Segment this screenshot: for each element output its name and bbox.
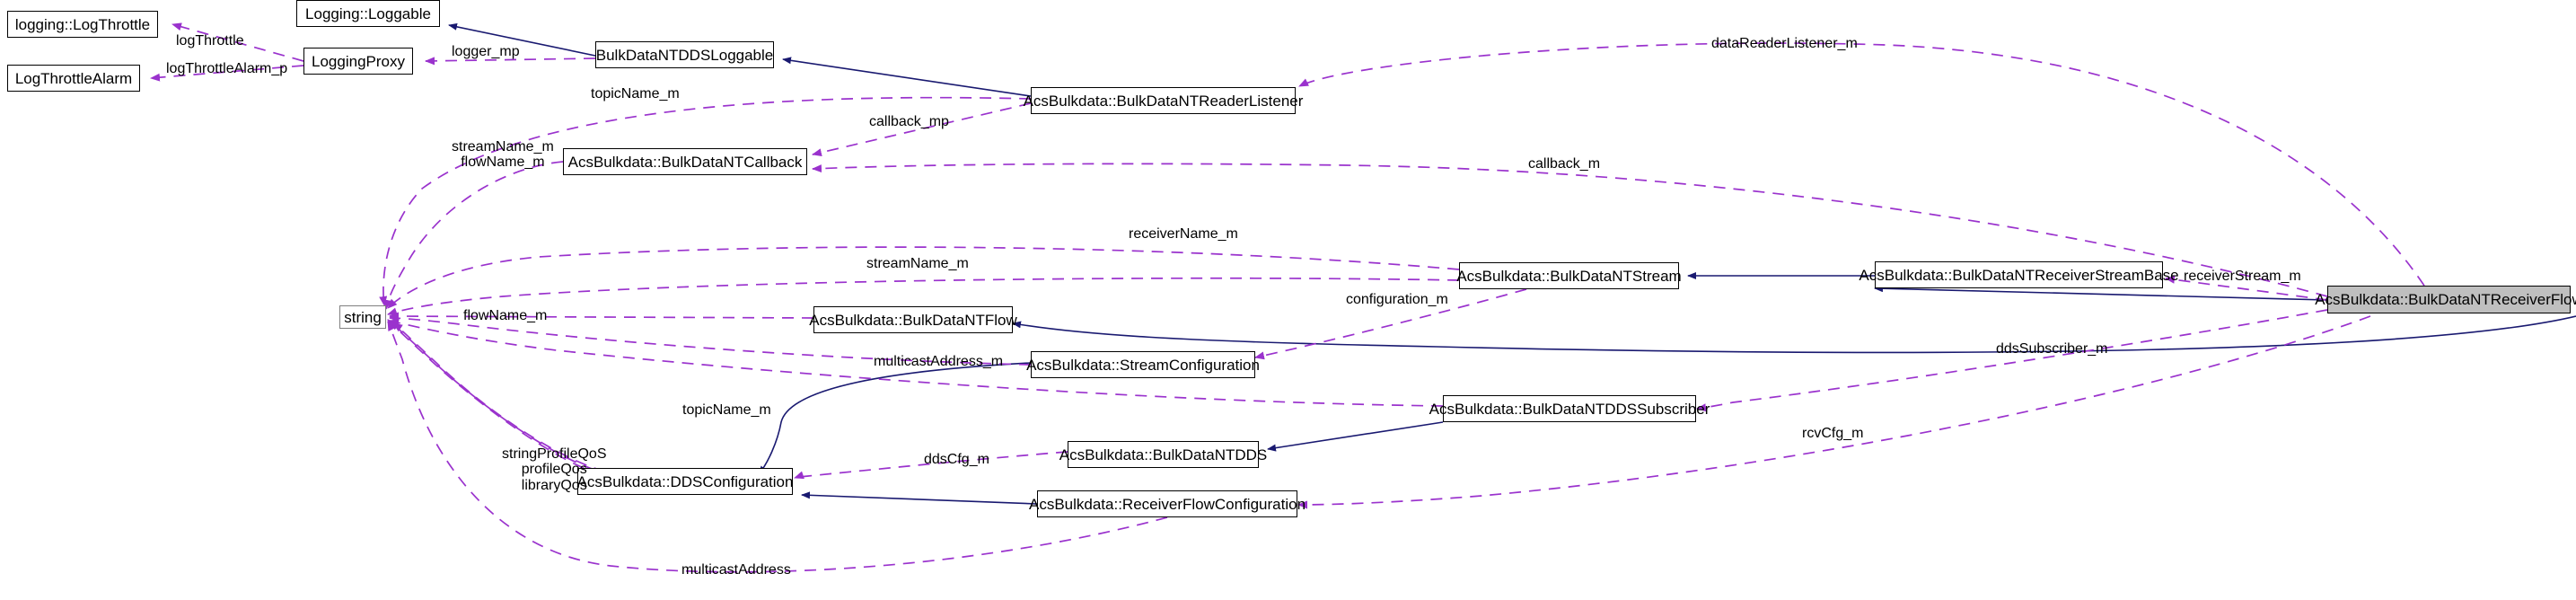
edge-label-ddscfg-m: ddsCfg_m [924, 452, 989, 467]
edge-usage [392, 322, 606, 472]
edge-usage [150, 65, 304, 82]
node-bulkdatantddsloggable[interactable]: BulkDataNTDDSLoggable [595, 41, 774, 68]
edge-inheritance [1267, 421, 1444, 452]
edge-usage [389, 312, 814, 321]
edge-inheritance [758, 362, 1032, 475]
edge-label-flowname-m: flowName_m [463, 308, 548, 323]
node-loggingproxy[interactable]: LoggingProxy [303, 48, 413, 75]
node-label: Logging::Loggable [305, 4, 431, 22]
node-logthrottlealarm[interactable]: LogThrottleAlarm [7, 65, 140, 92]
node-label: AcsBulkdata::StreamConfiguration [1026, 356, 1260, 374]
node-bulkdatantstream[interactable]: AcsBulkdata::BulkDataNTStream [1456, 262, 1682, 289]
edge-label-receiverstream-m: receiverStream_m [2184, 269, 2301, 284]
edge-usage [389, 313, 1032, 366]
node-label: AcsBulkdata::BulkDataNTDDSSubscriber [1429, 400, 1710, 418]
node-receiverflowconfiguration[interactable]: AcsBulkdata::ReceiverFlowConfiguration [1029, 490, 1306, 517]
node-label: LoggingProxy [312, 52, 405, 70]
node-label: AcsBulkdata::BulkDataNTFlow [809, 311, 1017, 329]
node-bulkdatantreceiverstreambase[interactable]: AcsBulkdata::BulkDataNTReceiverStreamBas… [1859, 261, 2179, 288]
edge-inheritance [1874, 285, 2328, 301]
edge-inheritance [1012, 315, 2576, 354]
node-string[interactable]: string [339, 305, 386, 329]
edge-label-logger-mp: logger_mp [452, 44, 520, 59]
edge-label-configuration-m: configuration_m [1346, 292, 1448, 307]
node-label: BulkDataNTDDSLoggable [595, 46, 774, 64]
edge-inheritance [448, 22, 596, 57]
edge-usage [383, 161, 564, 310]
node-bulkdatantflow[interactable]: AcsBulkdata::BulkDataNTFlow [809, 306, 1017, 333]
edge-label-callback-mp: callback_mp [869, 114, 949, 129]
edge-usage [2165, 275, 2328, 301]
edge-label-rcvcfg-m: rcvCfg_m [1802, 426, 1864, 441]
edge-label-multicastaddress-m: multicastAddress_m [874, 354, 1004, 369]
node-label: AcsBulkdata::BulkDataNTReaderListener [1023, 92, 1304, 110]
node-label: AcsBulkdata::BulkDataNTDDS [1059, 446, 1268, 463]
node-bulkdatantdds[interactable]: AcsBulkdata::BulkDataNTDDS [1059, 441, 1267, 468]
edge-label-logthrottle: logThrottle [176, 33, 244, 49]
node-bulkdatantreceiverflow[interactable]: AcsBulkdata::BulkDataNTReceiverFlow [2315, 286, 2576, 313]
edge-usage [425, 57, 596, 66]
edge-usage [387, 246, 1460, 309]
edge-label-topicname-m-top: topicName_m [591, 86, 680, 101]
edge-usage [387, 321, 1168, 573]
edge-label-callback-m: callback_m [1528, 156, 1601, 172]
node-logging-logthrottle[interactable]: logging::LogThrottle [7, 11, 158, 38]
node-bulkdatantcallback[interactable]: AcsBulkdata::BulkDataNTCallback [563, 148, 807, 175]
node-label: string [344, 308, 382, 326]
edge-label-streamname-m-mid: streamName_m [866, 256, 969, 271]
edge-inheritance [782, 57, 1032, 97]
node-label: AcsBulkdata::DDSConfiguration [576, 472, 794, 490]
edge-usage [171, 22, 304, 62]
edge-usage [387, 319, 585, 469]
edge-label-datareaderlistener-m: dataReaderListener_m [1711, 36, 1858, 51]
edge-label-multicastaddress: multicastAddress [681, 562, 791, 578]
node-streamconfiguration[interactable]: AcsBulkdata::StreamConfiguration [1026, 351, 1260, 378]
edge-label-receivername-m: receiverName_m [1129, 226, 1238, 242]
inheritance-edges [448, 22, 2576, 505]
node-label: AcsBulkdata::BulkDataNTReceiverStreamBas… [1859, 266, 2179, 284]
node-logging-loggable[interactable]: Logging::Loggable [296, 0, 440, 27]
edge-usage [1696, 309, 2328, 412]
edge-usage [1297, 315, 2371, 509]
edge-usage [389, 318, 1444, 407]
node-bulkdatantreaderlistener[interactable]: AcsBulkdata::BulkDataNTReaderListener [1024, 87, 1303, 114]
node-label: AcsBulkdata::BulkDataNTCallback [567, 153, 803, 171]
edge-usage [1298, 42, 2425, 287]
edge-label-logthrottlealarm-p: logThrottleAlarm_p [166, 61, 288, 76]
edge-usage [389, 321, 595, 471]
edge-label-ddssubscriber-m: ddsSubscriber_m [1996, 341, 2108, 357]
edge-label-topicname-m-bottom: topicName_m [682, 402, 771, 418]
edge-usage [1254, 288, 1527, 360]
edge-usage [794, 451, 1068, 480]
node-label: AcsBulkdata::ReceiverFlowConfiguration [1028, 495, 1306, 513]
edge-usage [387, 277, 1460, 316]
node-label: AcsBulkdata::BulkDataNTStream [1456, 267, 1682, 285]
edge-usage [379, 96, 1032, 306]
node-label: LogThrottleAlarm [14, 69, 133, 87]
edge-label-qos-group: stringProfileQoS profileQos libraryQos [502, 446, 607, 493]
node-ddsconfiguration[interactable]: AcsBulkdata::DDSConfiguration [577, 468, 793, 495]
edge-usage [812, 102, 1032, 157]
edge-usage [812, 163, 2328, 297]
node-label: logging::LogThrottle [14, 15, 151, 33]
usage-edges [150, 22, 2425, 573]
edge-inheritance [801, 491, 1038, 505]
edge-label-streamname-flowname: streamName_m flowName_m [452, 139, 554, 171]
node-label: AcsBulkdata::BulkDataNTReceiverFlow [2315, 291, 2576, 308]
node-bulkdatantddssubscriber[interactable]: AcsBulkdata::BulkDataNTDDSSubscriber [1429, 395, 1710, 422]
